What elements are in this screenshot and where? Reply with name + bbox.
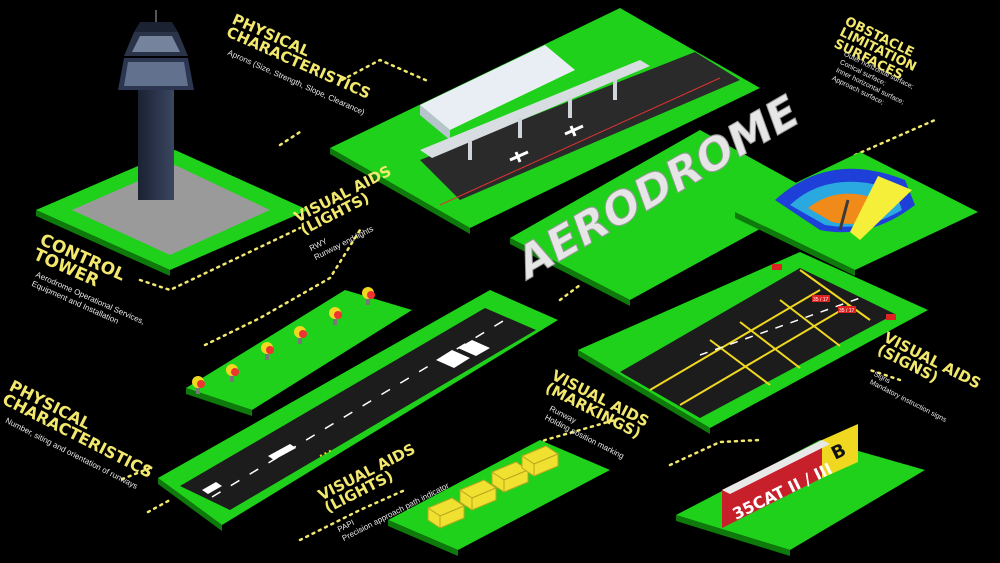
markings-tile: 35 / 17 35 / 17 [578, 252, 928, 434]
papi-tile [388, 440, 610, 556]
signs-tile: 35CAT II / III B [676, 424, 925, 556]
apron-tile [330, 8, 760, 234]
control-tower-tile [36, 10, 308, 276]
obstacle-limitation-tile [735, 152, 978, 276]
runway-tile [158, 290, 558, 531]
hold-sign-right: 35 / 17 [839, 308, 855, 314]
runway-end-lights-tile [186, 287, 412, 416]
hold-sign-left: 35 / 17 [813, 297, 829, 303]
